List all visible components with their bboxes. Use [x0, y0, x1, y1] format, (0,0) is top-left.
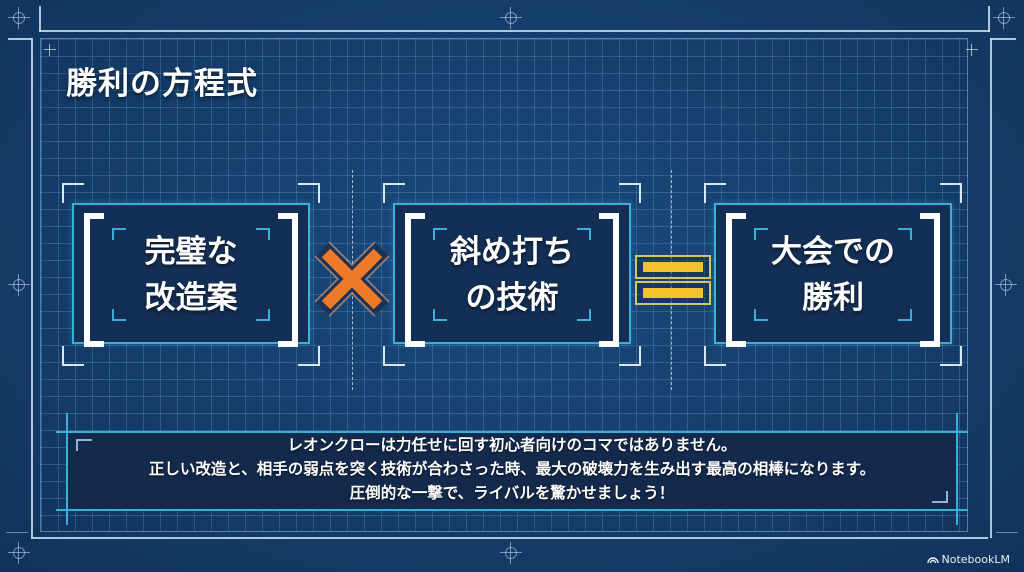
- multiply-icon: [314, 241, 390, 317]
- notebooklm-watermark: NotebookLM: [926, 553, 1010, 566]
- term-line: 大会での: [771, 234, 895, 270]
- message-line: レオンクローは力任せに回す初心者向けのコマではありません。: [287, 436, 737, 454]
- crosshair-icon: [500, 7, 522, 29]
- notebooklm-logo-icon: [926, 557, 939, 564]
- crosshair-icon: [8, 7, 30, 29]
- corner-mark: [76, 439, 92, 451]
- message-line: 正しい改造と、相手の弱点を突く技術が合わさった時、最大の破壊力を生み出す最高の相…: [148, 460, 876, 478]
- equals-icon: [635, 255, 711, 305]
- term-line: の技術: [465, 280, 559, 316]
- corner-mark: [932, 491, 948, 503]
- crosshair-icon: [8, 274, 30, 296]
- crosshair-icon: [8, 542, 30, 564]
- term-line: 改造案: [144, 280, 238, 316]
- equation-term-perfect-modification: 完璧な 改造案: [62, 183, 320, 366]
- crosshair-icon: [993, 7, 1015, 29]
- term-line: 完璧な: [144, 234, 238, 270]
- term-line: 勝利: [802, 280, 864, 316]
- term-line: 斜め打ち: [450, 234, 574, 270]
- dashed-divider: [671, 170, 672, 390]
- message-panel: レオンクローは力任せに回す初心者向けのコマではありません。 正しい改造と、相手の…: [56, 413, 968, 525]
- crosshair-icon: [500, 542, 522, 564]
- watermark-label: NotebookLM: [941, 553, 1010, 566]
- equation-term-diagonal-technique: 斜め打ち の技術: [383, 183, 641, 366]
- plus-marker-icon: [44, 44, 56, 56]
- plus-marker-icon: [966, 44, 978, 56]
- equation-term-tournament-victory: 大会での 勝利: [704, 183, 962, 366]
- message-line: 圧倒的な一撃で、ライバルを驚かせましょう！: [349, 484, 675, 502]
- slide-title: 勝利の方程式: [66, 66, 258, 102]
- crosshair-icon: [995, 274, 1017, 296]
